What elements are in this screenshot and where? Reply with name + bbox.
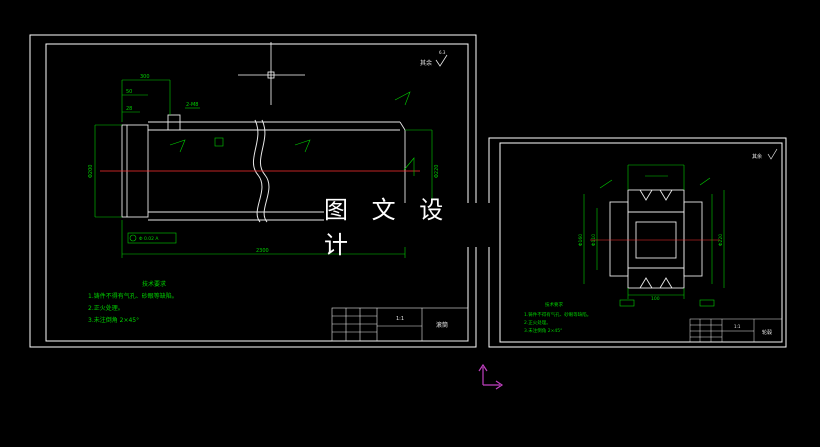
svg-text:其余: 其余	[420, 59, 432, 67]
crosshair-cursor-icon	[238, 42, 305, 105]
svg-text:Φ220: Φ220	[434, 165, 440, 178]
ucs-icon	[478, 363, 504, 390]
svg-text:2.正火处理。: 2.正火处理。	[524, 319, 551, 326]
svg-text:1.铸件不得有气孔、砂眼等缺陷。: 1.铸件不得有气孔、砂眼等缺陷。	[88, 292, 178, 300]
svg-text:Φ110: Φ110	[591, 234, 597, 246]
svg-text:Φ220: Φ220	[718, 234, 724, 246]
title-block-scale: 1:1	[396, 316, 404, 322]
svg-text:3.未注倒角 2×45°: 3.未注倒角 2×45°	[88, 316, 139, 324]
watermark: 图 文 设 计	[324, 196, 494, 259]
title-block-name: 滚筒	[436, 321, 448, 329]
title-block-name: 轮毂	[762, 329, 772, 336]
watermark-text: 图 文 设 计	[324, 196, 452, 259]
title-block-scale: 1:1	[734, 324, 741, 329]
dimension-lines	[583, 164, 725, 307]
roughness-symbol-icon: 其余	[752, 148, 778, 160]
svg-text:300: 300	[140, 74, 150, 80]
svg-text:Φ200: Φ200	[88, 165, 94, 178]
svg-text:100: 100	[651, 296, 660, 302]
svg-text:Φ160: Φ160	[578, 234, 584, 246]
dimension-texts: 300 50 28 2-M8 Φ200 Φ220 2300 Φ 0.02 A	[88, 74, 440, 254]
svg-text:3.未注倒角 2×45°: 3.未注倒角 2×45°	[524, 327, 562, 334]
dimension-texts: Φ160 Φ110 Φ220 100	[578, 234, 724, 302]
svg-text:其余: 其余	[752, 153, 762, 160]
roughness-symbol-icon: 其余 6.3	[420, 50, 448, 67]
svg-text:6.3: 6.3	[439, 50, 446, 55]
wheel-view	[609, 189, 703, 289]
svg-text:1.铸件不得有气孔、砂眼等缺陷。: 1.铸件不得有气孔、砂眼等缺陷。	[524, 311, 591, 318]
svg-text:2-M8: 2-M8	[186, 102, 198, 108]
right-drawing-sheet: 其余	[488, 137, 787, 348]
svg-text:技术要求: 技术要求	[142, 280, 166, 288]
technical-requirements: 技术要求 1.铸件不得有气孔、砂眼等缺陷。 2.正火处理。 3.未注倒角 2×4…	[88, 280, 178, 324]
title-block	[689, 318, 783, 343]
svg-text:Φ 0.02 A: Φ 0.02 A	[139, 236, 159, 242]
dimension-lines	[94, 79, 433, 258]
svg-text:2300: 2300	[256, 248, 269, 254]
title-block	[331, 307, 469, 342]
svg-text:2.正火处理。: 2.正火处理。	[88, 304, 124, 312]
svg-text:技术要求: 技术要求	[545, 301, 563, 308]
technical-requirements: 技术要求 1.铸件不得有气孔、砂眼等缺陷。 2.正火处理。 3.未注倒角 2×4…	[524, 301, 591, 334]
svg-text:50: 50	[126, 89, 132, 95]
svg-text:28: 28	[126, 106, 132, 112]
